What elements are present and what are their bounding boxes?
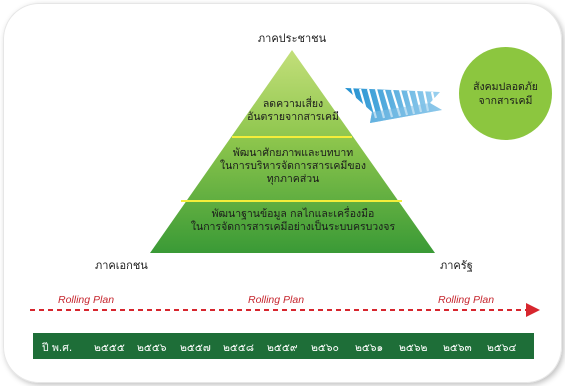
pyramid-layer-top: ลดความเสี่ยง อันตรายจากสารเคมี xyxy=(247,98,339,124)
apex-label: ภาคประชาชน xyxy=(257,32,327,45)
timeline-year: ๒๕๖๐ xyxy=(311,342,339,354)
rolling-plan-label: Rolling Plan xyxy=(248,294,305,306)
timeline-year: ๒๕๕๘ xyxy=(223,342,254,354)
goal-circle: สังคมปลอดภัย จากสารเคมี xyxy=(459,47,552,140)
right-label: ภาครัฐ xyxy=(440,259,473,272)
timeline-year: ๒๕๖๔ xyxy=(487,342,517,354)
arrow-icon xyxy=(345,87,442,123)
layer-middle-line-1: พัฒนาศักยภาพและบทบาท xyxy=(232,147,354,159)
timeline-year: ๒๕๕๙ xyxy=(267,342,298,354)
layer-top-line-2: อันตรายจากสารเคมี xyxy=(247,111,339,123)
goal-line-2: จากสารเคมี xyxy=(478,94,533,107)
timeline-year: ๒๕๕๖ xyxy=(137,342,167,354)
layer-top-line-1: ลดความเสี่ยง xyxy=(262,98,324,110)
rolling-plan-arrowhead xyxy=(526,303,540,317)
pyramid-shape xyxy=(150,50,435,253)
layer-bottom-line-1: พัฒนาฐานข้อมูล กลไกและเครื่องมือ xyxy=(211,208,375,220)
layer-bottom-line-2: ในการจัดการสารเคมีอย่างเป็นระบบครบวงจร xyxy=(190,221,396,233)
goal-line-1: สังคมปลอดภัย xyxy=(473,80,538,93)
rolling-plan-label: Rolling Plan xyxy=(58,294,115,306)
timeline-prefix: ปี พ.ศ. xyxy=(42,342,73,354)
timeline-year: ๒๕๕๕ xyxy=(94,342,125,354)
timeline-year: ๒๕๕๗ xyxy=(180,342,211,354)
timeline-year: ๒๕๖๓ xyxy=(443,342,472,354)
rolling-plan-label: Rolling Plan xyxy=(438,294,495,306)
left-label: ภาคเอกชน xyxy=(95,259,148,272)
layer-middle-line-2: ในการบริหารจัดการสารเคมีของ xyxy=(220,160,366,172)
timeline-year: ๒๕๖๒ xyxy=(399,342,428,354)
pyramid-layer-bottom: พัฒนาฐานข้อมูล กลไกและเครื่องมือ ในการจั… xyxy=(191,208,395,234)
pyramid-layer-middle: พัฒนาศักยภาพและบทบาท ในการบริหารจัดการสา… xyxy=(220,147,366,186)
layer-middle-line-3: ทุกภาคส่วน xyxy=(266,173,320,185)
timeline-bar xyxy=(33,333,534,359)
timeline-year: ๒๕๖๑ xyxy=(355,342,384,354)
